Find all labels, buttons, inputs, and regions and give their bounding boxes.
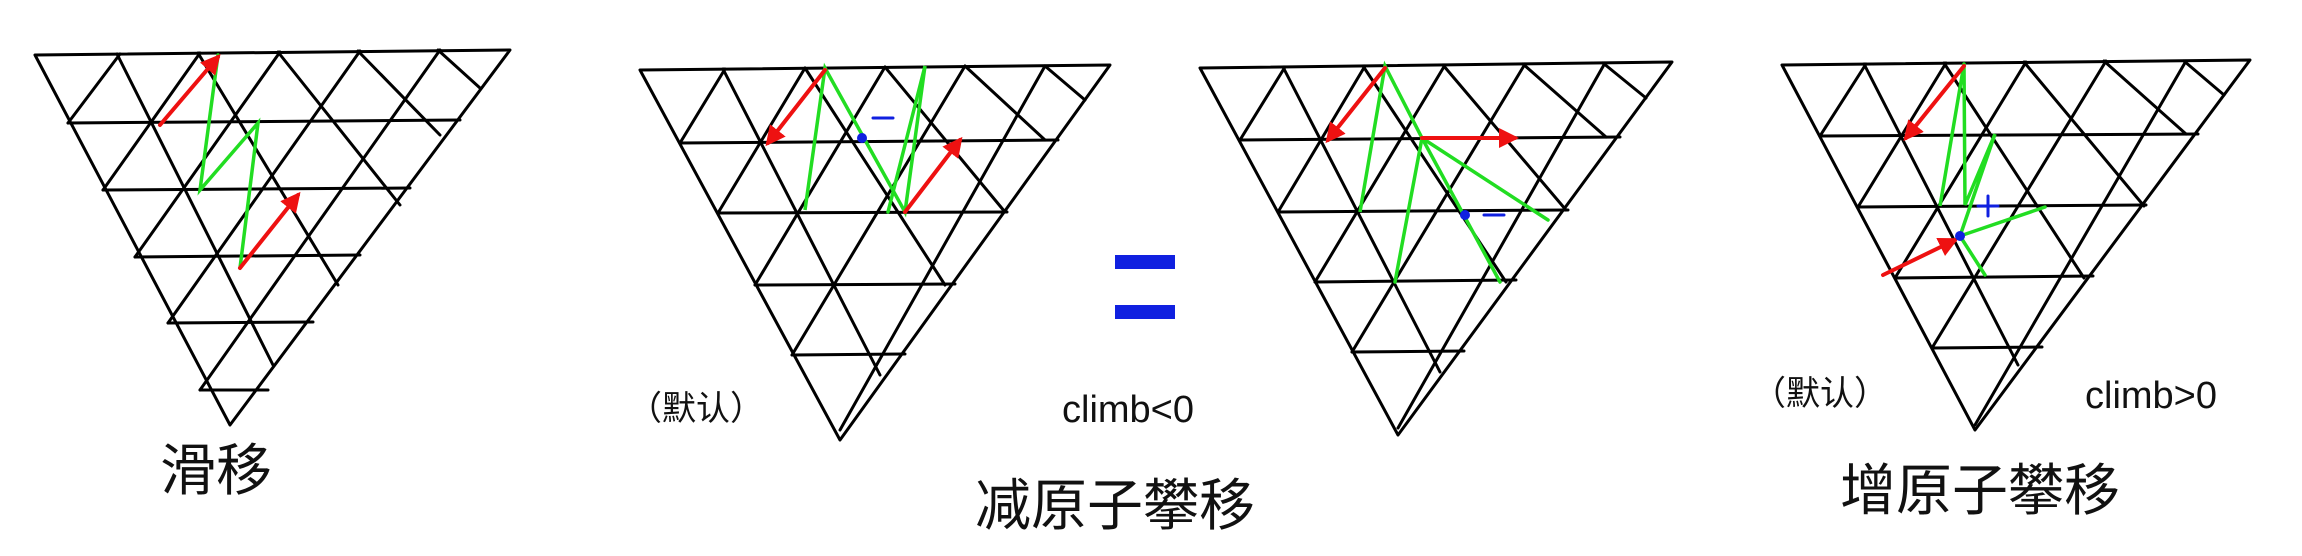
positive-climb-caption: 增原子攀移 bbox=[1840, 459, 2120, 524]
positive-climb-lattice bbox=[1780, 58, 2252, 432]
interstitial-site-marker bbox=[1955, 231, 1965, 241]
glide-burgers-vector-upper bbox=[158, 53, 221, 127]
positive-climb-vector-lower bbox=[1881, 238, 1959, 277]
vacancy-site-marker-b bbox=[1460, 210, 1470, 220]
climb-positive-note: climb>0 bbox=[2085, 375, 2217, 417]
glide-dislocation bbox=[158, 53, 301, 270]
negative-climb-lattice-b bbox=[1198, 60, 1674, 437]
negative-climb-caption: 减原子攀移 bbox=[975, 474, 1255, 539]
default-note-right: （默认） bbox=[1752, 374, 1888, 414]
negative-climb-vector-lower bbox=[903, 136, 963, 214]
equiv-vector-upper bbox=[1325, 66, 1387, 144]
glide-burgers-vector-lower bbox=[238, 191, 301, 270]
vacancy-site-marker bbox=[857, 133, 867, 143]
positive-climb-dislocation bbox=[1881, 62, 2047, 277]
glide-lattice bbox=[33, 48, 512, 427]
negative-climb-vector-upper bbox=[765, 68, 827, 147]
negative-climb-lattice-a bbox=[638, 63, 1112, 442]
glide-caption: 滑移 bbox=[160, 439, 272, 504]
default-note-left: （默认） bbox=[628, 389, 764, 429]
climb-negative-note: climb<0 bbox=[1062, 389, 1194, 431]
equals-sign bbox=[1115, 255, 1175, 319]
negative-climb-dislocation-a bbox=[765, 62, 963, 218]
negative-climb-dislocation-b bbox=[1325, 60, 1550, 284]
positive-climb-vector-upper bbox=[1903, 64, 1966, 142]
